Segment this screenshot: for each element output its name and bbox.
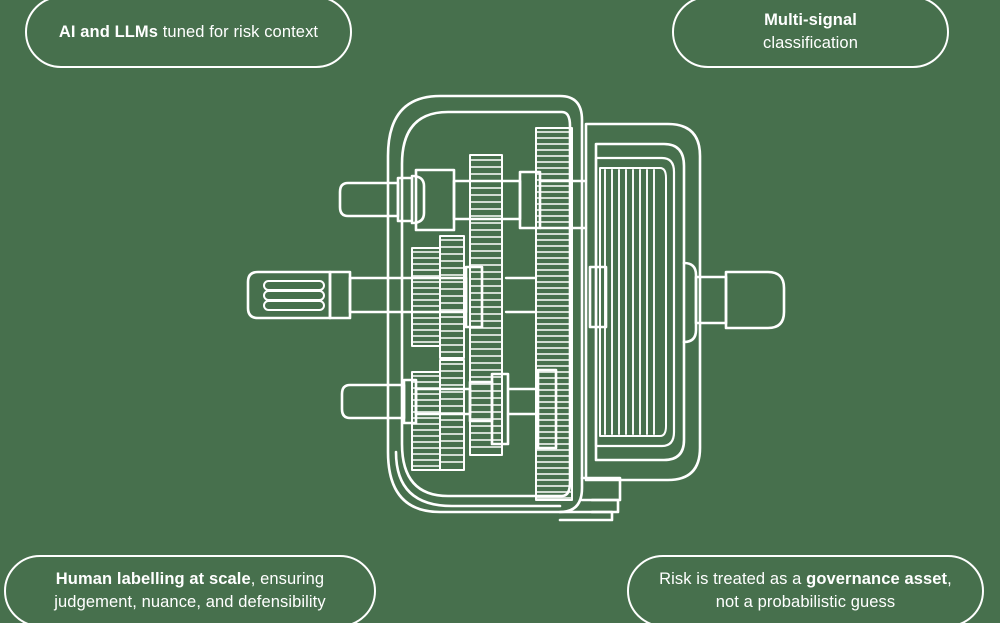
mounting-foot [558, 476, 622, 522]
internal-shaft-lines [504, 179, 588, 416]
human-labelling-pill[interactable]: Human labelling at scale, ensuring judge… [4, 555, 376, 623]
multi-signal-pill[interactable]: Multi-signal classification [672, 0, 949, 68]
gear-teeth-lower-a [412, 375, 440, 467]
medium-gear [469, 154, 503, 456]
pill-text: AI and LLMs tuned for risk context [59, 21, 318, 44]
pill-regular-text: tuned for risk context [158, 22, 319, 41]
output-shaft [682, 261, 786, 344]
gearbox-housing-outer [386, 94, 584, 514]
motor-housing-outer [584, 122, 702, 482]
pill-trail-text: , not a probabilistic guess [715, 570, 952, 611]
upper-input-shaft [338, 168, 542, 232]
lower-shaft [340, 378, 494, 425]
pill-bold-text: AI and LLMs [58, 22, 159, 41]
pill-bold-text: Human labelling at scale [55, 570, 251, 589]
housing-lower-sweep [394, 450, 562, 508]
large-output-gear [535, 127, 573, 501]
gear-teeth-small-b [440, 239, 464, 353]
pill-text: Multi-signal classification [763, 9, 858, 55]
small-gear-cluster [411, 235, 608, 359]
pill-lead-text: Risk is treated as a [659, 570, 807, 589]
pill-bold-text: governance asset [806, 570, 948, 589]
motor-housing-shell [594, 142, 686, 462]
pill-text: Human labelling at scale, ensuring judge… [32, 568, 348, 614]
lower-gear-pair [411, 359, 558, 471]
ai-and-llms-pill[interactable]: AI and LLMs tuned for risk context [25, 0, 352, 68]
gear-teeth-large [536, 131, 572, 499]
pill-regular-text: , ensuring judgement, nuance, and defens… [54, 570, 326, 611]
pill-bold-text: Multi-signal [764, 11, 857, 30]
motor-cooling-fin-block [594, 156, 676, 448]
splined-main-shaft [246, 270, 468, 320]
governance-asset-pill[interactable]: Risk is treated as a governance asset, n… [627, 555, 984, 623]
gearbox-housing-inner [400, 110, 572, 498]
pill-regular-text: classification [763, 34, 858, 52]
gear-teeth-medium [470, 159, 502, 448]
pill-text: Risk is treated as a governance asset, n… [655, 568, 956, 614]
motor-cooling-fins [604, 169, 655, 435]
gear-teeth-lower-b [440, 363, 464, 463]
gear-teeth-small-a [412, 251, 440, 343]
